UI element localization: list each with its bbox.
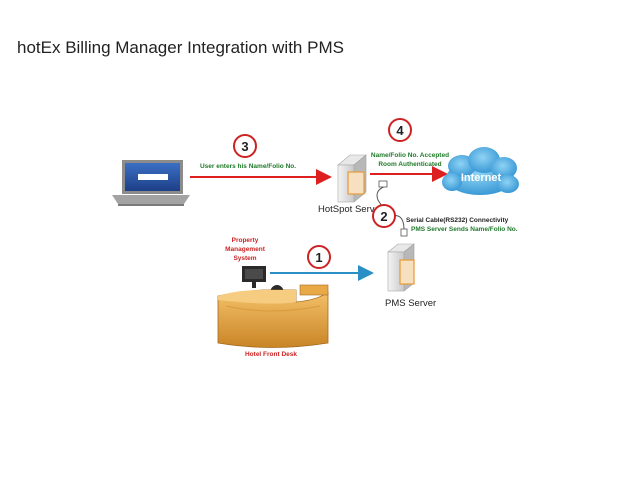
step-1-number: 1 [315,250,322,265]
step-4-label-line1: Name/Folio No. Accepted [371,152,449,159]
step-4-number: 4 [396,123,404,138]
internet-label: Internet [461,172,502,184]
internet-cloud-icon [442,147,519,195]
step-3-badge: 3 [233,134,257,158]
step-4-badge: 4 [388,118,412,142]
step-1-badge: 1 [307,245,331,269]
hotspot-server-icon [337,154,367,203]
front-desk-icon [217,266,329,348]
page-title: hotEx Billing Manager Integration with P… [17,38,344,57]
hotspot-server-label: HotSpot Server [318,204,383,215]
pms-server-label: PMS Server [385,298,436,309]
step-3-label: User enters his Name/Folio No. [200,163,296,170]
laptop-icon [112,160,190,206]
pms-system-label-line2: Management [225,246,266,253]
step-2-label-line1: Serial Cable(RS232) Connectivity [406,217,509,224]
step-2-number: 2 [380,209,387,224]
step-4-label-line2: Room Authenticated [378,161,441,168]
pms-system-label-line1: Property [232,237,259,244]
front-desk-label: Hotel Front Desk [245,351,297,358]
pms-server-icon [387,243,415,292]
step-2-label-line2: PMS Server Sends Name/Folio No. [411,226,518,233]
step-2-badge: 2 [372,204,396,228]
step-3-number: 3 [241,139,248,154]
pms-system-label-line3: System [233,255,256,262]
